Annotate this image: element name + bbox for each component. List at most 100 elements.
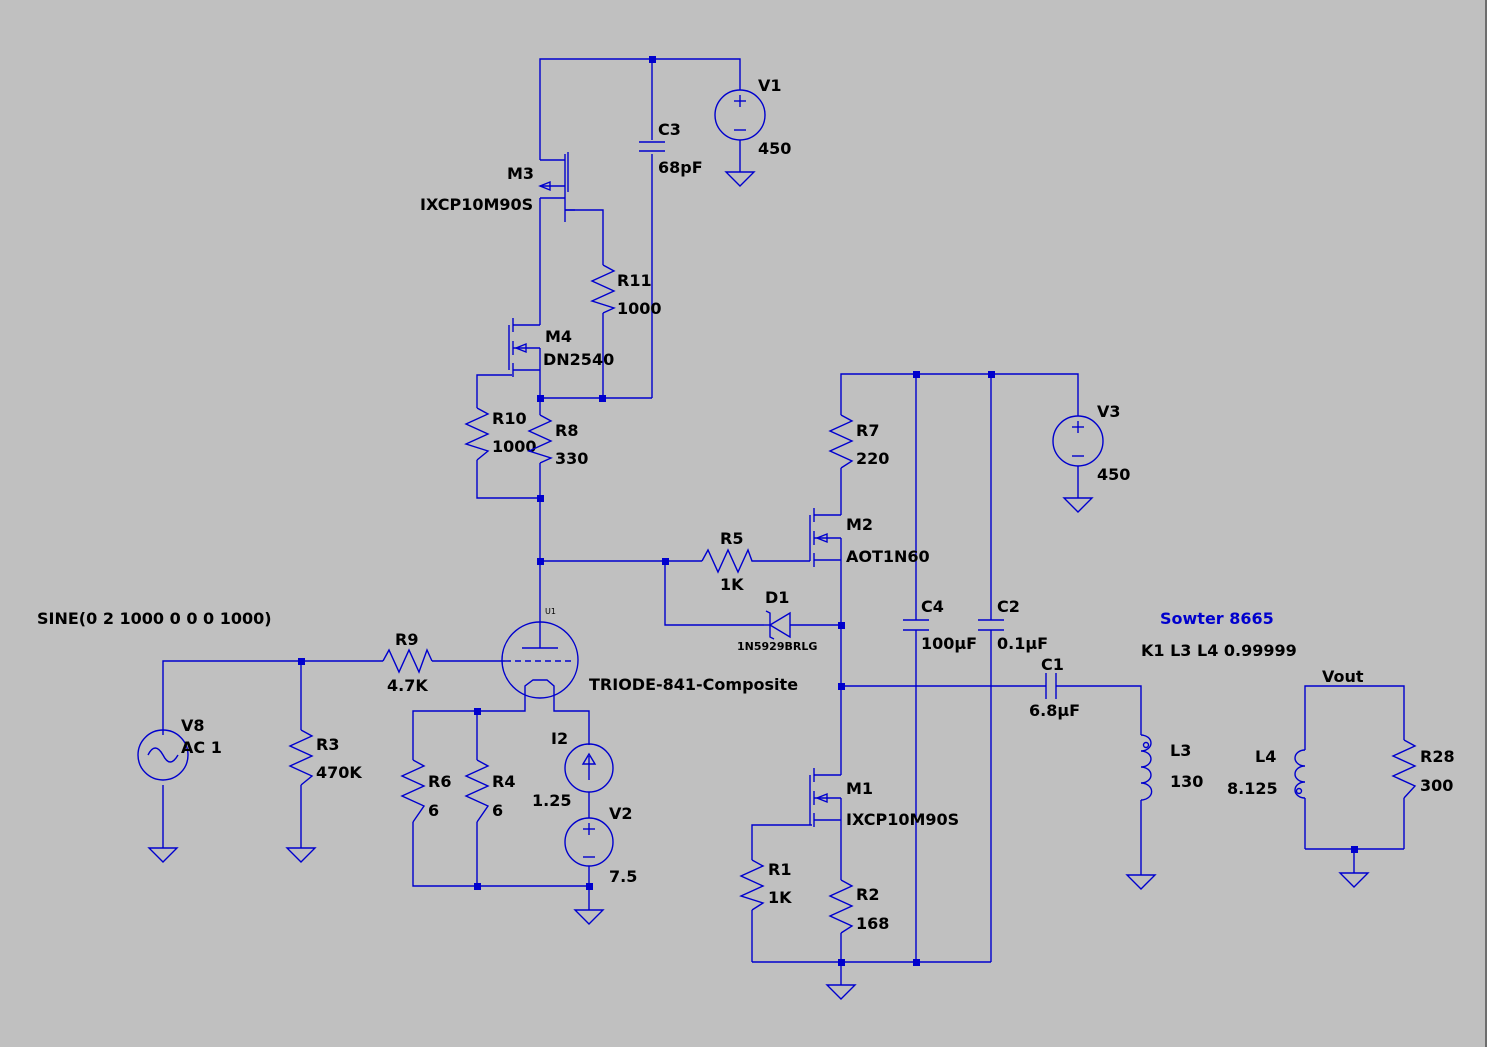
c2-value: 0.1µF: [997, 634, 1048, 653]
c3-name: C3: [658, 120, 681, 139]
r3-name: R3: [316, 735, 339, 754]
m2-model: AOT1N60: [846, 547, 930, 566]
r4-value: 6: [492, 801, 503, 820]
u1-model: TRIODE-841-Composite: [589, 675, 798, 694]
resistor-icon: [828, 414, 854, 469]
capacitor-icon: [903, 619, 929, 631]
v1-value: 450: [758, 139, 791, 158]
capacitor-icon: [639, 141, 665, 152]
r11-resistor[interactable]: R11 1000: [590, 264, 662, 318]
c4-name: C4: [921, 597, 944, 616]
resistor-icon: [382, 648, 433, 674]
i2-name: I2: [551, 729, 568, 748]
r9-name: R9: [395, 630, 418, 649]
pmos-icon: [538, 152, 575, 222]
v2-name: V2: [609, 804, 633, 823]
v8-source[interactable]: V8 AC 1: [137, 716, 222, 781]
r8-name: R8: [555, 421, 578, 440]
resistor-icon: [527, 414, 553, 464]
r5-name: R5: [720, 529, 743, 548]
r2-resistor[interactable]: R2 168: [828, 879, 889, 934]
r4-resistor[interactable]: R4 6: [464, 759, 515, 823]
v2-value: 7.5: [609, 867, 637, 886]
m1-mosfet[interactable]: M1 IXCP10M90S: [809, 768, 959, 829]
resistor-icon: [701, 548, 758, 574]
m2-mosfet[interactable]: M2 AOT1N60: [809, 508, 930, 567]
r5-value: 1K: [720, 575, 744, 594]
dc-voltage-source-icon: [564, 817, 614, 867]
m3-model: IXCP10M90S: [420, 195, 533, 214]
c4-capacitor[interactable]: C4 100µF: [903, 597, 977, 653]
inductor-icon: [1140, 734, 1153, 801]
nmos-depletion-icon: [508, 318, 541, 377]
capacitor-icon: [1045, 673, 1057, 699]
vout-net-label: Vout: [1322, 667, 1364, 686]
r3-resistor[interactable]: R3 470K: [288, 729, 362, 786]
r10-name: R10: [492, 409, 527, 428]
l4-value: 8.125: [1227, 779, 1278, 798]
r28-resistor[interactable]: R28 300: [1391, 739, 1455, 799]
transformer-title: Sowter 8665: [1160, 609, 1274, 628]
l3-inductor[interactable]: L3 130: [1140, 734, 1203, 801]
r10-resistor[interactable]: R10 1000: [464, 407, 537, 461]
nmos-icon: [809, 508, 842, 567]
resistor-icon: [464, 407, 490, 461]
r9-resistor[interactable]: R9 4.7K: [382, 630, 433, 695]
m1-model: IXCP10M90S: [846, 810, 959, 829]
c2-capacitor[interactable]: C2 0.1µF: [978, 597, 1048, 653]
u1-triode[interactable]: U1 TRIODE-841-Composite: [501, 607, 798, 699]
ground-icon: [285, 847, 317, 863]
r1-value: 1K: [768, 888, 792, 907]
r7-name: R7: [856, 421, 879, 440]
ground-icon: [573, 909, 605, 925]
r8-resistor[interactable]: R8 330: [527, 414, 588, 468]
m1-name: M1: [846, 779, 873, 798]
dc-voltage-source-icon: [714, 89, 766, 141]
resistor-icon: [464, 759, 490, 823]
r7-resistor[interactable]: R7 220: [828, 414, 889, 469]
v8-name: V8: [181, 716, 205, 735]
r11-value: 1000: [617, 299, 662, 318]
v2-source[interactable]: V2 7.5: [564, 804, 637, 886]
resistor-icon: [400, 759, 426, 823]
l4-name: L4: [1255, 747, 1276, 766]
r8-value: 330: [555, 449, 588, 468]
r28-name: R28: [1420, 747, 1455, 766]
c3-capacitor[interactable]: C3 68pF: [639, 120, 703, 177]
v1-name: V1: [758, 76, 782, 95]
resistor-icon: [1391, 739, 1417, 799]
r1-resistor[interactable]: R1 1K: [739, 859, 792, 911]
d1-zener[interactable]: D1 1N5929BRLG: [737, 588, 817, 653]
r5-resistor[interactable]: R5 1K: [701, 529, 758, 594]
resistor-icon: [739, 859, 765, 911]
v3-source[interactable]: V3 450: [1052, 402, 1130, 484]
m3-mosfet[interactable]: M3 IXCP10M90S: [420, 152, 575, 222]
r6-name: R6: [428, 772, 451, 791]
m4-model: DN2540: [543, 350, 614, 369]
current-source-icon: [564, 743, 614, 793]
triode-tube-icon: [501, 621, 579, 699]
c3-value: 68pF: [658, 158, 703, 177]
i2-source[interactable]: I2 1.25: [532, 729, 614, 810]
r9-value: 4.7K: [387, 676, 428, 695]
l4-inductor[interactable]: L4 8.125: [1227, 747, 1306, 799]
v1-source[interactable]: V1 450: [714, 76, 791, 158]
ground-icon: [1125, 874, 1157, 890]
r28-value: 300: [1420, 776, 1453, 795]
v8-value: AC 1: [181, 738, 222, 757]
m2-name: M2: [846, 515, 873, 534]
c4-value: 100µF: [921, 634, 977, 653]
capacitor-icon: [978, 619, 1004, 631]
dc-voltage-source-icon: [1052, 415, 1104, 467]
i2-value: 1.25: [532, 791, 571, 810]
coupling-directive[interactable]: K1 L3 L4 0.99999: [1141, 641, 1297, 660]
m4-mosfet[interactable]: M4 DN2540: [508, 318, 614, 377]
zener-diode-icon: [764, 610, 791, 640]
sine-spec[interactable]: SINE(0 2 1000 0 0 0 1000): [37, 609, 272, 628]
v3-value: 450: [1097, 465, 1130, 484]
r6-resistor[interactable]: R6 6: [400, 759, 451, 823]
r2-name: R2: [856, 885, 879, 904]
c1-capacitor[interactable]: C1 6.8µF: [1029, 655, 1080, 720]
d1-name: D1: [765, 588, 789, 607]
